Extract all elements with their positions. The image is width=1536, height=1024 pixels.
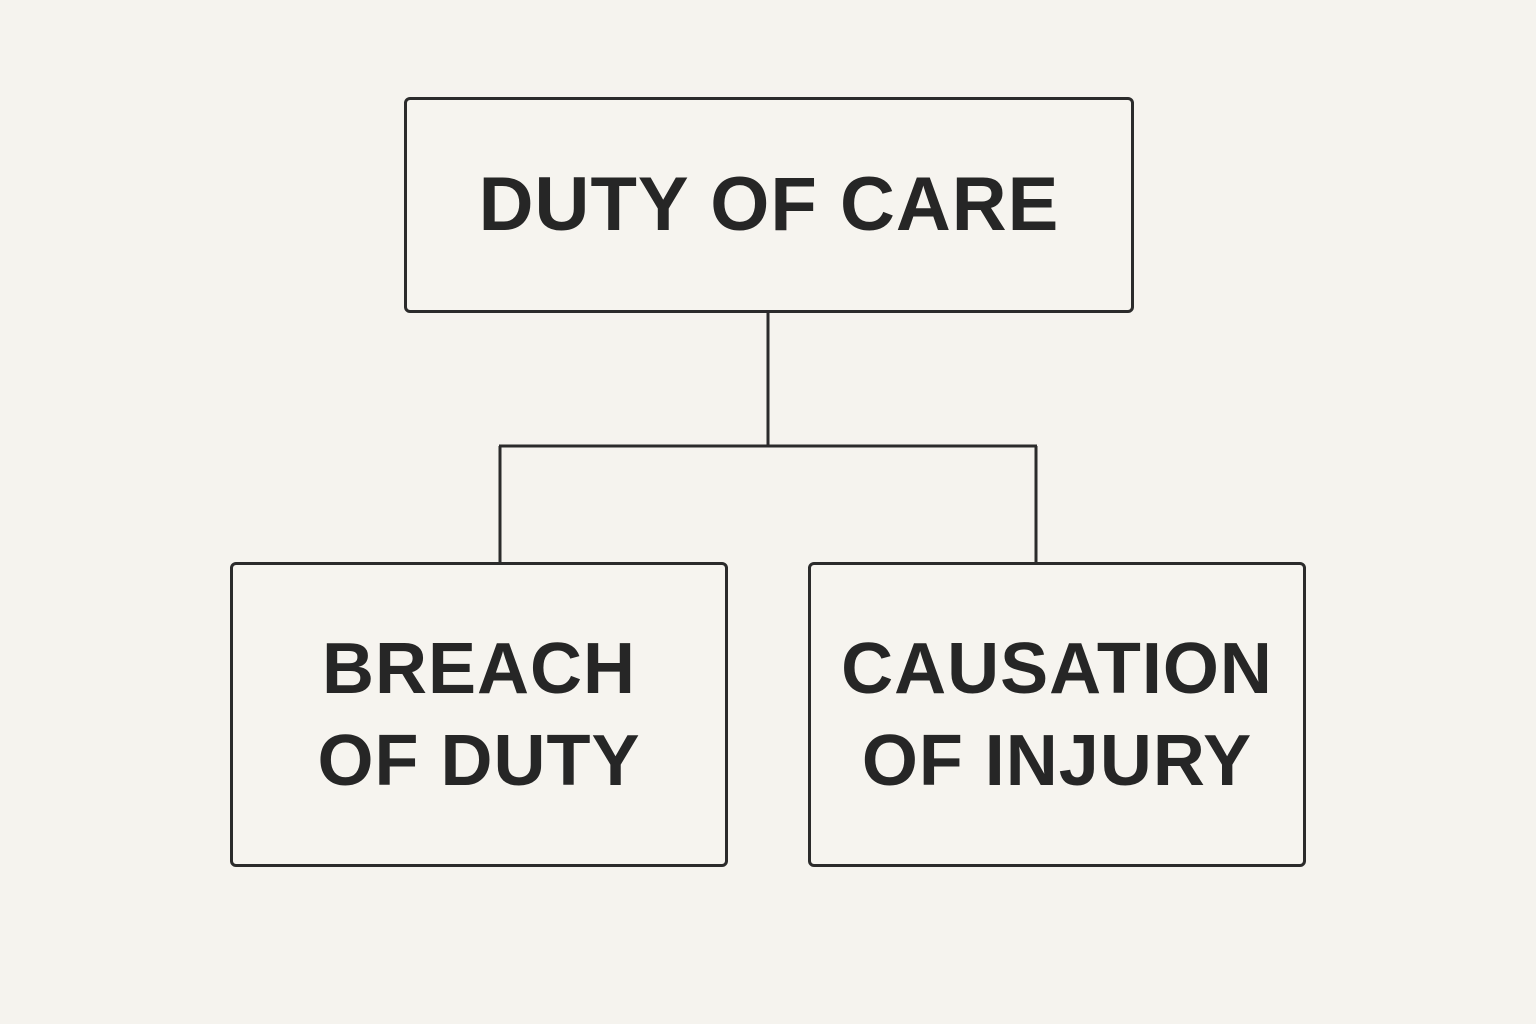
node-causation-of-injury: CAUSATION OF INJURY: [808, 562, 1306, 867]
node-causation-of-injury-line2: OF INJURY: [861, 720, 1253, 801]
node-breach-of-duty-line2: OF DUTY: [317, 720, 641, 801]
node-causation-of-injury-line1: CAUSATION: [841, 628, 1273, 709]
node-breach-of-duty-line1: BREACH: [321, 628, 636, 709]
node-duty-of-care: DUTY OF CARE: [404, 97, 1134, 313]
node-duty-of-care-label: DUTY OF CARE: [478, 162, 1060, 247]
node-breach-of-duty: BREACH OF DUTY: [230, 562, 728, 867]
